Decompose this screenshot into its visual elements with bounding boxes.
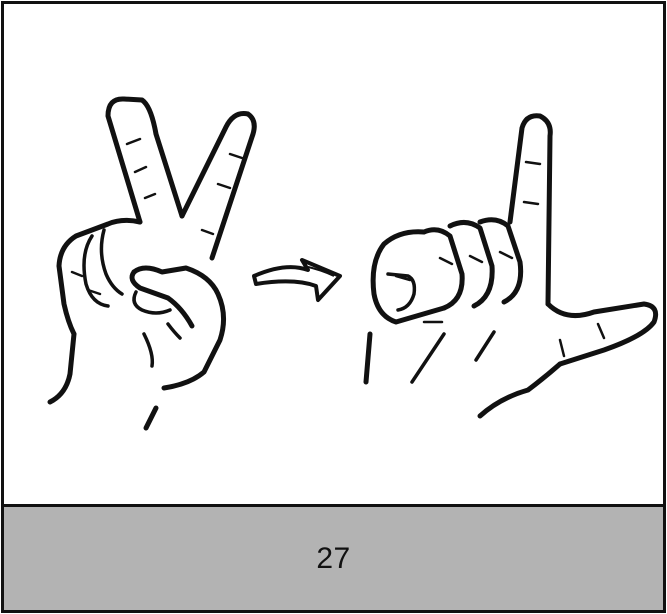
l-palm-line-1 [412, 334, 444, 382]
l-curled-finger-1 [424, 230, 462, 308]
v-index-finger [108, 99, 182, 222]
l-palm-bottom [480, 364, 560, 416]
v-curled-fingers [59, 220, 140, 334]
arrow-shape [254, 260, 340, 300]
l-index-crease-1 [526, 162, 540, 164]
l-palm-line-2 [476, 332, 494, 360]
l-thumb-crease-1 [598, 324, 604, 338]
l-wrist-left [366, 334, 370, 382]
l-knuckle-mark-3 [500, 252, 512, 258]
curved-arrow-right-icon [254, 260, 340, 300]
hand-v-shape-icon [50, 99, 254, 428]
l-knuckle-mark-2 [470, 256, 482, 262]
v-thumb-base [168, 324, 180, 338]
v-middle-crease-3 [202, 230, 213, 234]
hand-l-shape-icon [366, 116, 656, 416]
caption-bar: 27 [4, 507, 663, 610]
l-index-finger [510, 116, 550, 304]
v-index-crease-1 [127, 139, 140, 144]
sign-number: 27 [316, 542, 350, 576]
l-thumb-crease-2 [560, 340, 564, 356]
v-index-crease-3 [145, 194, 155, 198]
v-wrist-right [146, 408, 156, 428]
sign-illustration-svg [4, 4, 663, 504]
v-palm-left [50, 334, 74, 402]
l-curled-finger-3 [480, 220, 521, 302]
v-knuckle-mark-1 [72, 272, 82, 276]
l-knuckle-mark-1 [440, 258, 452, 264]
v-knuckle-2 [101, 230, 122, 294]
v-palm-crease [144, 334, 152, 366]
v-middle-finger [182, 114, 254, 258]
v-middle-crease-1 [230, 154, 242, 158]
v-thumb-tip [134, 268, 224, 388]
l-index-crease-2 [524, 202, 538, 204]
v-middle-crease-2 [218, 184, 230, 188]
v-thumb [132, 272, 192, 326]
sign-illustration [4, 4, 663, 504]
v-index-crease-2 [135, 167, 146, 172]
